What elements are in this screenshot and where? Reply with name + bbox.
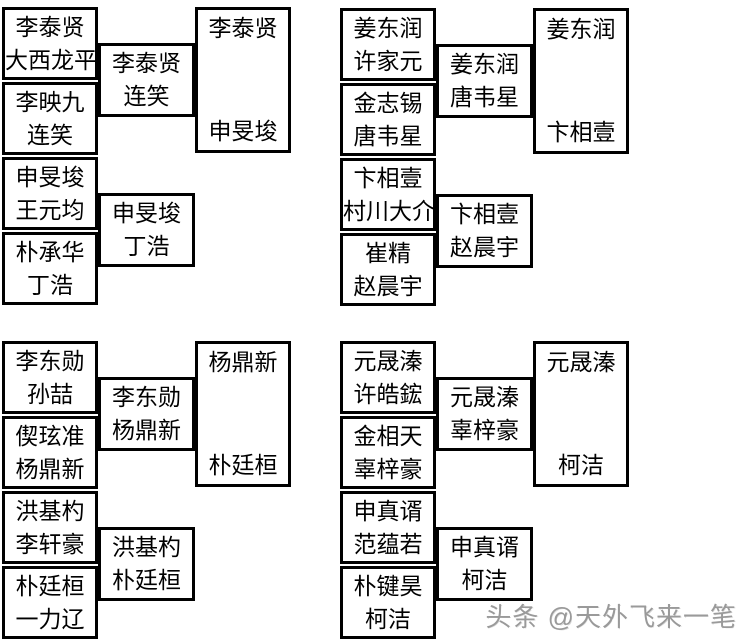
bracket-top-right: 姜东润 许家元 金志锡 唐韦星 卞相壹 村川大介 崔精 赵晨宇 姜东润 唐韦星 … <box>340 8 642 310</box>
player-name: 朴键昊 <box>353 572 423 599</box>
match-box: 元晟溱 许皓鋐 <box>340 341 436 414</box>
match-box: 元晟溱 辜梓豪 <box>436 377 533 451</box>
player-name: 卞相壹 <box>353 164 423 191</box>
player-name: 申真谞 <box>450 534 519 560</box>
bracket-bottom-right: 元晟溱 许皓鋐 金相天 辜梓豪 申真谞 范蕴若 朴键昊 柯洁 元晟溱 辜梓豪 申… <box>340 341 642 643</box>
match-box: 偰玹准 杨鼎新 <box>2 416 98 489</box>
player-name: 辜梓豪 <box>353 455 423 482</box>
final-match-box: 李泰贤 申旻埈 <box>195 7 291 153</box>
player-name: 申旻埈 <box>15 163 85 190</box>
match-box: 洪基杓 李轩豪 <box>2 491 98 564</box>
player-name: 卞相壹 <box>450 201 519 227</box>
watermark: 头条 @天外飞来一笔 <box>485 602 737 632</box>
match-box: 洪基杓 朴廷桓 <box>98 527 195 601</box>
player-name: 洪基杓 <box>15 497 85 524</box>
player-name: 申旻埈 <box>112 200 181 226</box>
match-box: 朴承华 丁浩 <box>2 232 98 305</box>
player-name: 唐韦星 <box>450 84 519 110</box>
player-name: 连笑 <box>27 121 73 148</box>
player-name: 赵晨宇 <box>450 234 519 260</box>
match-box: 卞相壹 赵晨宇 <box>436 194 533 268</box>
match-box: 姜东润 许家元 <box>340 8 436 81</box>
player-name: 偰玹准 <box>15 422 85 449</box>
match-box: 姜东润 唐韦星 <box>436 44 533 118</box>
match-box: 卞相壹 村川大介 <box>340 158 436 231</box>
match-box: 申真谞 柯洁 <box>436 527 533 601</box>
player-name: 元晟溱 <box>450 384 519 410</box>
match-box: 李东勋 杨鼎新 <box>98 377 195 451</box>
final-match-box: 元晟溱 柯洁 <box>533 341 629 487</box>
player-name: 李东勋 <box>112 384 181 410</box>
player-name: 许家元 <box>353 47 423 74</box>
player-name: 姜东润 <box>450 51 519 77</box>
bracket-top-left: 李泰贤 大西龙平 李映九 连笑 申旻埈 王元均 朴承华 丁浩 李泰贤 连笑 申旻… <box>2 7 304 309</box>
player-name: 杨鼎新 <box>15 455 85 482</box>
player-name: 姜东润 <box>353 14 423 41</box>
player-name: 朴廷桓 <box>112 567 181 593</box>
final-match-box: 姜东润 卞相壹 <box>533 8 629 154</box>
player-name: 柯洁 <box>461 567 508 593</box>
player-name: 崔精 <box>365 239 411 266</box>
match-box: 李映九 连笑 <box>2 82 98 155</box>
player-name: 大西龙平 <box>5 46 97 73</box>
player-name: 金相天 <box>353 422 423 449</box>
semifinalist-bottom: 柯洁 <box>558 452 604 478</box>
player-name: 丁浩 <box>27 271 73 298</box>
player-name: 孙喆 <box>27 380 73 407</box>
player-name: 元晟溱 <box>353 347 423 374</box>
player-name: 洪基杓 <box>112 534 181 560</box>
player-name: 杨鼎新 <box>112 417 181 443</box>
player-name: 范蕴若 <box>353 530 423 557</box>
player-name: 朴廷桓 <box>15 572 85 599</box>
semifinalist-top: 杨鼎新 <box>208 349 278 375</box>
match-box: 崔精 赵晨宇 <box>340 233 436 306</box>
player-name: 连笑 <box>123 83 170 109</box>
player-name: 李东勋 <box>15 347 85 374</box>
final-match-box: 杨鼎新 朴廷桓 <box>195 341 291 487</box>
match-box: 金相天 辜梓豪 <box>340 416 436 489</box>
player-name: 申真谞 <box>353 497 423 524</box>
player-name: 村川大介 <box>343 197 435 224</box>
player-name: 朴承华 <box>15 238 85 265</box>
match-box: 申真谞 范蕴若 <box>340 491 436 564</box>
semifinalist-bottom: 申旻埈 <box>208 118 278 144</box>
player-name: 金志锡 <box>353 89 423 116</box>
bracket-bottom-left: 李东勋 孙喆 偰玹准 杨鼎新 洪基杓 李轩豪 朴廷桓 一力辽 李东勋 杨鼎新 洪… <box>2 341 304 643</box>
player-name: 李轩豪 <box>15 530 85 557</box>
match-box: 李泰贤 大西龙平 <box>2 7 98 80</box>
player-name: 柯洁 <box>365 605 411 632</box>
match-box: 李东勋 孙喆 <box>2 341 98 414</box>
semifinalist-top: 姜东润 <box>546 16 616 42</box>
match-box: 申旻埈 丁浩 <box>98 193 195 267</box>
semifinalist-bottom: 朴廷桓 <box>208 452 278 478</box>
player-name: 唐韦星 <box>353 122 423 149</box>
match-box: 朴廷桓 一力辽 <box>2 566 98 639</box>
player-name: 李泰贤 <box>112 50 181 76</box>
semifinalist-top: 李泰贤 <box>208 15 278 41</box>
player-name: 辜梓豪 <box>450 417 519 443</box>
player-name: 赵晨宇 <box>353 272 423 299</box>
semifinalist-bottom: 卞相壹 <box>546 119 616 145</box>
semifinalist-top: 元晟溱 <box>546 349 616 375</box>
player-name: 李泰贤 <box>15 13 85 40</box>
player-name: 王元均 <box>15 196 85 223</box>
match-box: 朴键昊 柯洁 <box>340 566 436 639</box>
match-box: 李泰贤 连笑 <box>98 43 195 117</box>
match-box: 申旻埈 王元均 <box>2 157 98 230</box>
match-box: 金志锡 唐韦星 <box>340 83 436 156</box>
player-name: 李映九 <box>15 88 85 115</box>
player-name: 许皓鋐 <box>353 380 423 407</box>
player-name: 丁浩 <box>123 233 170 259</box>
player-name: 一力辽 <box>15 605 85 632</box>
